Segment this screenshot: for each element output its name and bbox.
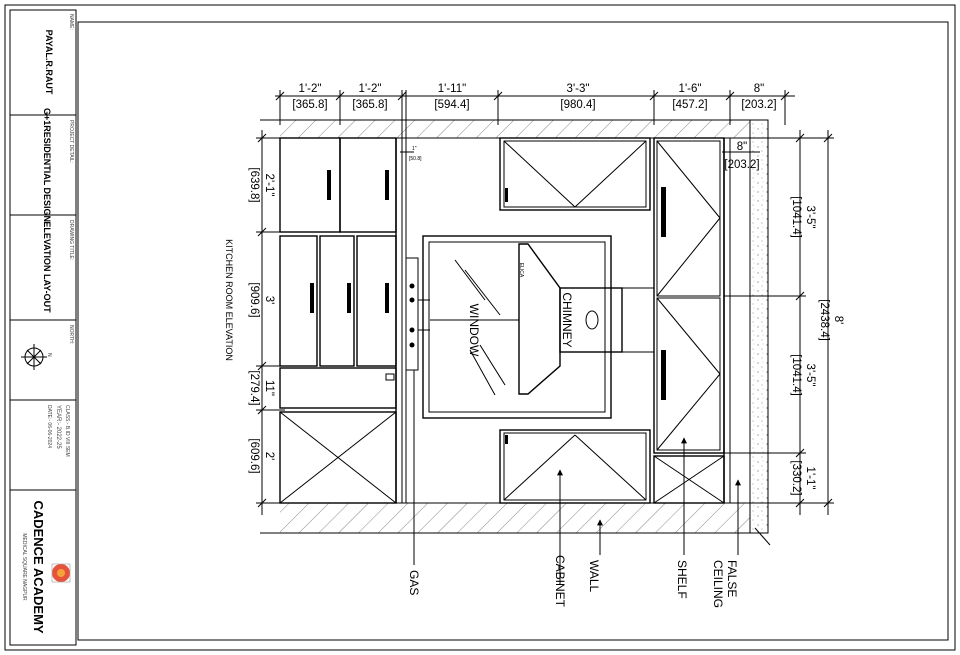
- student-name: PAYAL.R.RAUT: [44, 30, 54, 95]
- academy-name: CADENCE ACADEMY: [31, 500, 46, 633]
- drawing-caption: DRAWING TITLE:: [68, 220, 74, 260]
- false-ceiling-label-1: FALSE: [725, 560, 739, 597]
- overall-dim-ft: 8': [832, 316, 844, 325]
- gas-label: GAS: [407, 570, 421, 595]
- name-caption: NAME:: [68, 14, 74, 30]
- right-dimension-line: [724, 130, 834, 515]
- small-dim-mm: [50.8]: [409, 156, 422, 162]
- side-wall: [749, 119, 769, 534]
- wall-label: WALL: [587, 560, 601, 593]
- right-dim-3-ft: 1'-1": [804, 467, 816, 490]
- floor-band: [280, 503, 750, 533]
- top-dim-4-mm: [980.4]: [560, 99, 595, 111]
- north-caption: NORTH:: [68, 325, 74, 344]
- top-dimension-line: [275, 90, 795, 125]
- right-dim-3-mm: [330.2]: [790, 460, 802, 495]
- chimney-hood: [430, 243, 655, 395]
- window-label: WINDOW: [467, 304, 481, 357]
- date-text: DATE:- 06-06-2024: [46, 405, 52, 448]
- top-dim-1-ft: 1'-2": [299, 83, 322, 95]
- top-dim-2-ft: 1'-2": [359, 83, 382, 95]
- overall-dim-mm: [2438.4]: [818, 299, 830, 341]
- top-dim-2-mm: [365.8]: [352, 99, 387, 111]
- handle: [310, 283, 314, 313]
- false-ceiling-label-2: CEILING: [711, 560, 725, 608]
- top-dim-3-ft: 1'-11": [438, 83, 466, 95]
- mid-cabinet-2: [319, 235, 355, 367]
- handle: [505, 188, 508, 202]
- gas-hob: [405, 257, 430, 371]
- elevation-title: KITCHEN ROOM ELEVATION: [224, 239, 234, 361]
- left-dim-2-mm: [909.6]: [248, 282, 260, 317]
- left-dim-1-ft: 2'-1": [263, 174, 275, 197]
- left-dim-3-mm: [279.4]: [248, 370, 260, 405]
- top-dim-6-ft: 8": [754, 83, 764, 95]
- mid-cabinet-3: [356, 235, 397, 367]
- left-dim-1-mm: [639.8]: [248, 167, 260, 202]
- upper-cabinet-center: [499, 137, 651, 211]
- top-dim-5-mm: [457.2]: [672, 99, 707, 111]
- left-dim-4-mm: [609.6]: [248, 438, 260, 473]
- handle: [347, 283, 351, 313]
- left-dim-4-ft: 2': [263, 452, 275, 461]
- handle: [661, 187, 666, 237]
- top-dim-6-mm: [203.2]: [741, 99, 776, 111]
- small-dim-ft: 1": [412, 146, 417, 152]
- top-dim-3-mm: [594.4]: [434, 99, 469, 111]
- handle: [661, 350, 666, 400]
- right-dim-2-ft: 3'-5": [804, 364, 816, 387]
- left-dim-2-ft: 3': [263, 296, 275, 305]
- class-text: CLASS:- B.ID VIII SEM: [64, 405, 70, 457]
- handle: [385, 283, 389, 313]
- year-text: YEAR:- 2022-25: [55, 405, 61, 449]
- top-dim-4-ft: 3'-3": [567, 83, 590, 95]
- inner-dim-ft: 8": [737, 141, 747, 153]
- handle: [385, 170, 389, 200]
- drawing-border: [77, 21, 949, 641]
- left-dimension-line: [256, 130, 285, 515]
- mid-cabinet-1: [279, 235, 318, 367]
- window: [422, 235, 612, 419]
- academy-address: MEDICAL SQUARE NAGPUR: [21, 533, 27, 601]
- left-dim-3-ft: 11": [263, 380, 275, 396]
- academy-logo-icon: [51, 563, 71, 583]
- chimney-label: CHIMNEY: [560, 292, 574, 347]
- right-dim-1-ft: 3'-5": [804, 206, 816, 229]
- handle: [327, 170, 331, 200]
- chimney-brand: ELICA: [518, 263, 524, 278]
- base-cabinet-center: [499, 429, 651, 504]
- project-title: G+1RESIDENTIAL DESIGN: [42, 108, 52, 222]
- north-compass-icon: [21, 344, 47, 370]
- project-caption: PROJECT DETAIL:: [68, 120, 74, 163]
- top-dim-1-mm: [365.8]: [292, 99, 327, 111]
- top-dim-5-ft: 1'-6": [679, 83, 702, 95]
- drawing-title: ELEVATION LAY-OUT: [42, 221, 52, 313]
- inner-dim-mm: [203.2]: [724, 159, 759, 171]
- north-letter: N: [46, 353, 52, 357]
- cabinet-label: CABINET: [553, 555, 567, 608]
- ceiling-band: [280, 120, 750, 138]
- shelf-label: SHELF: [675, 560, 689, 599]
- handle: [505, 435, 508, 444]
- sheet-border: [4, 4, 956, 651]
- right-dim-1-mm: [1041.4]: [790, 196, 802, 238]
- title-block: NAME: PAYAL.R.RAUT PROJECT DETAIL: G+1RE…: [9, 9, 77, 646]
- counter-space: [279, 367, 397, 409]
- right-dim-2-mm: [1041.4]: [790, 354, 802, 396]
